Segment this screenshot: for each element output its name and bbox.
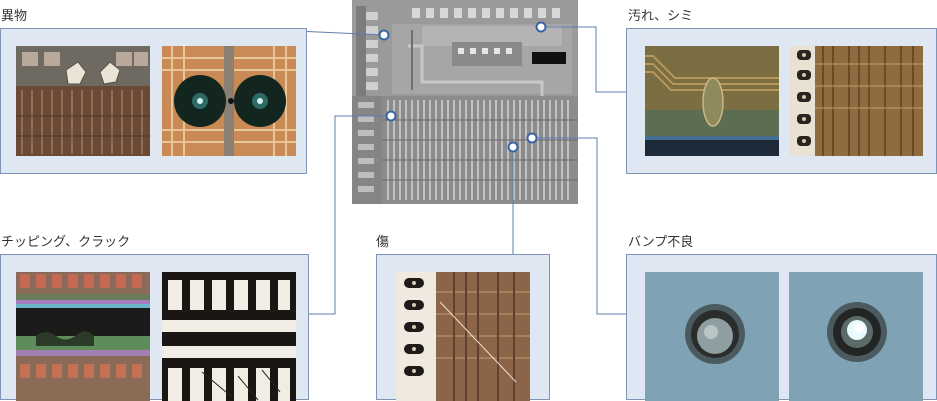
leader-line-chipping-crack <box>309 115 391 315</box>
bump-defect-image-2 <box>789 272 923 401</box>
stain-spot-image-1 <box>645 46 779 156</box>
panel-chipping-crack <box>0 254 309 401</box>
foreign-matter-image-1 <box>16 46 150 156</box>
label-chipping-crack: チッピング、クラック <box>1 235 131 250</box>
label-bump-defect: バンプ不良 <box>628 235 694 250</box>
chipping-crack-image-2 <box>162 272 296 401</box>
marker-foreign-matter <box>378 29 390 41</box>
marker-chipping-crack <box>385 110 397 122</box>
marker-stain-spot <box>535 21 547 33</box>
panel-scratch <box>376 254 550 401</box>
label-stain-spot: 汚れ、シミ <box>628 9 694 24</box>
stain-spot-image-2 <box>789 46 923 156</box>
leader-line-foreign-matter <box>306 31 385 36</box>
foreign-matter-image-2 <box>162 46 296 156</box>
central-chip-image <box>352 0 578 204</box>
scratch-image <box>396 272 530 401</box>
panel-foreign-matter <box>0 28 307 174</box>
leader-line-bump-defect <box>532 137 626 315</box>
bump-defect-image-1 <box>645 272 779 401</box>
leader-line-stain-spot <box>541 26 626 93</box>
label-scratch: 傷 <box>376 235 390 250</box>
label-foreign-matter: 異物 <box>1 9 28 24</box>
marker-scratch <box>507 141 519 153</box>
panel-bump-defect <box>626 254 937 401</box>
marker-bump-defect <box>526 132 538 144</box>
panel-stain-spot <box>626 28 937 174</box>
chipping-crack-image-1 <box>16 272 150 401</box>
